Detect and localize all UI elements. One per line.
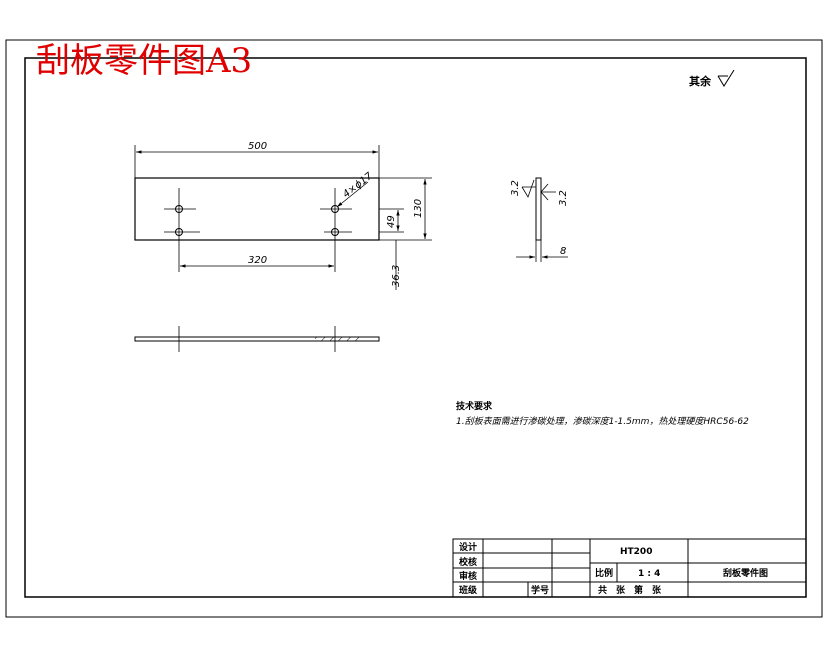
- dim-length: 500: [248, 141, 267, 152]
- roughness-note-label: 其余: [689, 74, 712, 88]
- tb-material: HT200: [620, 547, 652, 557]
- roughness-right: 3.2: [558, 190, 569, 206]
- side-view: 8 3.2 3.2: [510, 177, 569, 262]
- roughness-symbol-icon: [717, 69, 735, 87]
- tb-check: 校核: [459, 556, 477, 568]
- dim-bottom: 36.3: [391, 265, 402, 287]
- notes-line-1: 1.刮板表面需进行渗碳处理，渗碳深度1-1.5mm，热处理硬度HRC56-62: [456, 416, 749, 427]
- sheet-title: 刮板零件图A3: [36, 41, 252, 81]
- dim-spacing: 320: [248, 255, 267, 266]
- dim-holes: 4×ϕ17: [341, 170, 375, 200]
- tb-class: 班级: [459, 584, 478, 596]
- tb-student-no: 学号: [531, 584, 549, 596]
- tb-drawing-name: 刮板零件图: [723, 567, 768, 579]
- outer-border: [5, 39, 823, 618]
- top-view: [134, 326, 380, 352]
- tb-review: 审核: [459, 570, 477, 582]
- notes-title: 技术要求: [456, 400, 493, 412]
- front-view: 500 130 49 36.3 320 4×ϕ17: [134, 141, 432, 290]
- title-block: [452, 538, 807, 598]
- dim-height: 130: [413, 199, 424, 218]
- tb-design: 设计: [459, 541, 477, 553]
- tb-scale-value: 1 : 4: [638, 569, 660, 579]
- tb-scale-label: 比例: [595, 567, 613, 579]
- dim-thickness: 8: [560, 246, 566, 257]
- dim-offset: 49: [386, 215, 397, 228]
- inner-frame: [24, 57, 807, 598]
- roughness-left: 3.2: [510, 180, 521, 196]
- tb-sheets: 共 张 第 张: [598, 584, 662, 596]
